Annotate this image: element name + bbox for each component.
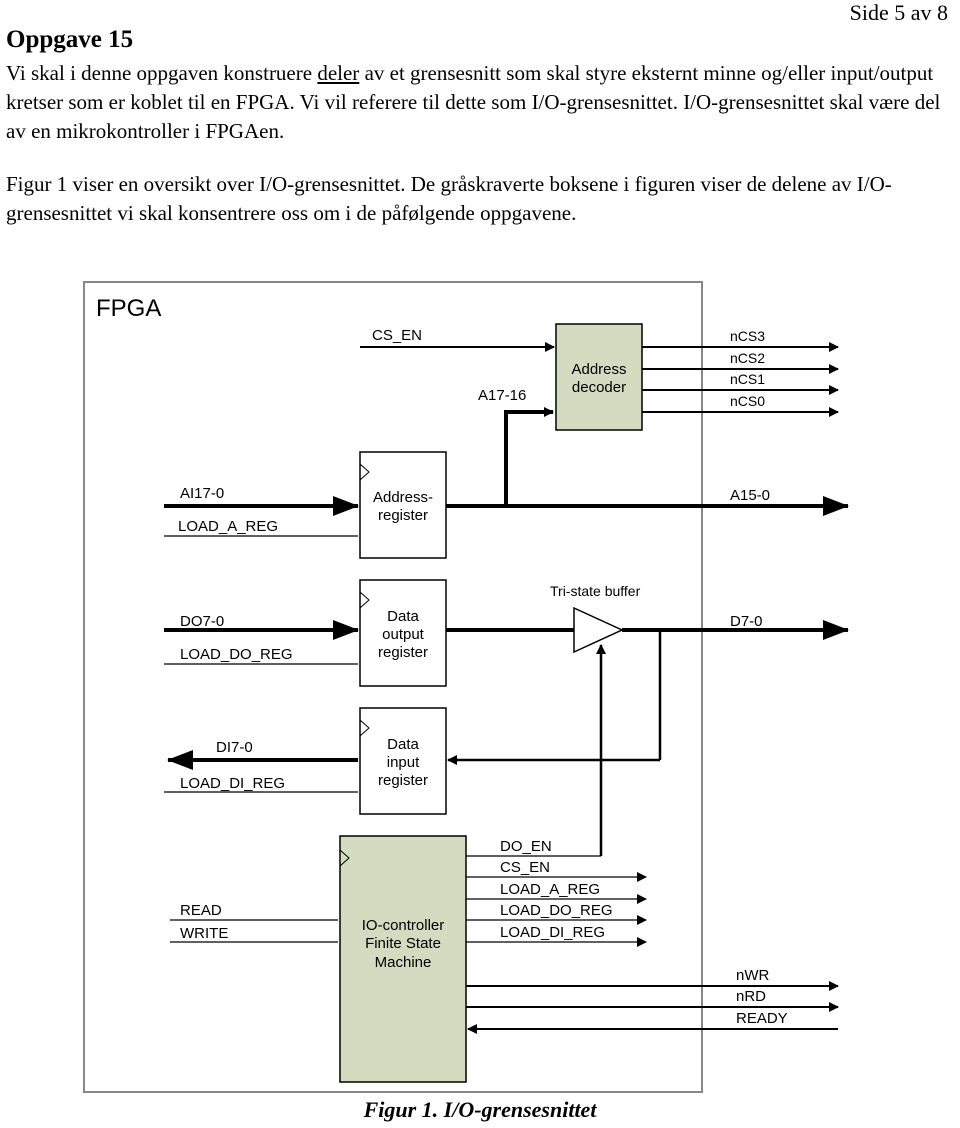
tristate-buffer-symbol bbox=[573, 606, 624, 654]
io-controller-label-1: IO-controller bbox=[362, 917, 445, 934]
nwr-label: nWR bbox=[736, 967, 770, 984]
ncs2-label: nCS2 bbox=[730, 350, 765, 366]
do7-0-label: DO7-0 bbox=[180, 613, 224, 630]
data-output-label-3: register bbox=[378, 644, 428, 661]
a17-16-bus bbox=[504, 407, 554, 506]
underlined-word: deler bbox=[317, 61, 360, 85]
fpga-boundary bbox=[83, 281, 703, 1093]
data-input-register-box bbox=[359, 707, 447, 815]
io-controller-box bbox=[339, 835, 467, 1083]
paragraph-intro-start: Vi skal i denne oppgaven konstruere bbox=[6, 61, 318, 85]
address-register-box bbox=[359, 451, 447, 559]
address-decoder-label-1: Address bbox=[571, 361, 626, 378]
data-output-label-1: Data bbox=[387, 608, 419, 625]
load-do-reg-label: LOAD_DO_REG bbox=[180, 646, 293, 663]
load-a-reg-label: LOAD_A_REG bbox=[178, 518, 278, 535]
tristate-label: Tri-state buffer bbox=[550, 583, 641, 599]
figure-caption: Figur 1. I/O-grensesnittet bbox=[363, 1097, 597, 1122]
section-title: Oppgave 15 bbox=[6, 26, 134, 53]
clock-marker-fsm bbox=[339, 849, 350, 867]
fsm-out-cs-en: CS_EN bbox=[500, 859, 550, 876]
clock-marker-data-output bbox=[359, 591, 370, 609]
address-register-label-1: Address- bbox=[373, 489, 433, 506]
address-decoder-box bbox=[555, 323, 643, 431]
read-label: READ bbox=[180, 902, 222, 919]
data-output-label-2: output bbox=[382, 626, 425, 643]
ncs1-label: nCS1 bbox=[730, 371, 765, 387]
clock-marker-data-input bbox=[359, 719, 370, 737]
io-controller-label-3: Machine bbox=[375, 954, 432, 971]
fsm-out-do-en: DO_EN bbox=[500, 838, 552, 855]
data-input-label-3: register bbox=[378, 772, 428, 789]
ready-label: READY bbox=[736, 1010, 788, 1027]
address-register-label-2: register bbox=[378, 507, 428, 524]
paragraph-intro: Vi skal i denne oppgaven konstruere dele… bbox=[6, 59, 956, 146]
d7-0-label: D7-0 bbox=[730, 613, 763, 630]
ai17-0-label: AI17-0 bbox=[180, 485, 224, 502]
nrd-label: nRD bbox=[736, 988, 766, 1005]
a15-0-label: A15-0 bbox=[730, 487, 770, 504]
clock-marker-address bbox=[359, 463, 370, 481]
data-input-label-2: input bbox=[387, 754, 420, 771]
fsm-out-load-do-reg: LOAD_DO_REG bbox=[500, 902, 613, 919]
load-di-reg-label: LOAD_DI_REG bbox=[180, 775, 285, 792]
a17-16-label: A17-16 bbox=[478, 387, 526, 404]
di7-0-label: DI7-0 bbox=[216, 739, 253, 756]
paragraph-figure-intro: Figur 1 viser en oversikt over I/O-grens… bbox=[6, 172, 892, 225]
cs-en-label: CS_EN bbox=[372, 327, 422, 344]
io-controller-label-2: Finite State bbox=[365, 935, 441, 952]
data-input-label-1: Data bbox=[387, 736, 419, 753]
write-label: WRITE bbox=[180, 925, 228, 942]
ncs3-label: nCS3 bbox=[730, 328, 765, 344]
paragraph-intro-end: av et grensesnitt som skal styre ekstern… bbox=[6, 61, 941, 143]
data-output-register-box bbox=[359, 579, 447, 687]
fsm-out-load-di-reg: LOAD_DI_REG bbox=[500, 924, 605, 941]
address-decoder-label-2: decoder bbox=[572, 379, 626, 396]
ncs0-label: nCS0 bbox=[730, 393, 765, 409]
page-number: Side 5 av 8 bbox=[849, 0, 948, 25]
fpga-label: FPGA bbox=[96, 295, 161, 322]
fsm-out-load-a-reg: LOAD_A_REG bbox=[500, 881, 600, 898]
